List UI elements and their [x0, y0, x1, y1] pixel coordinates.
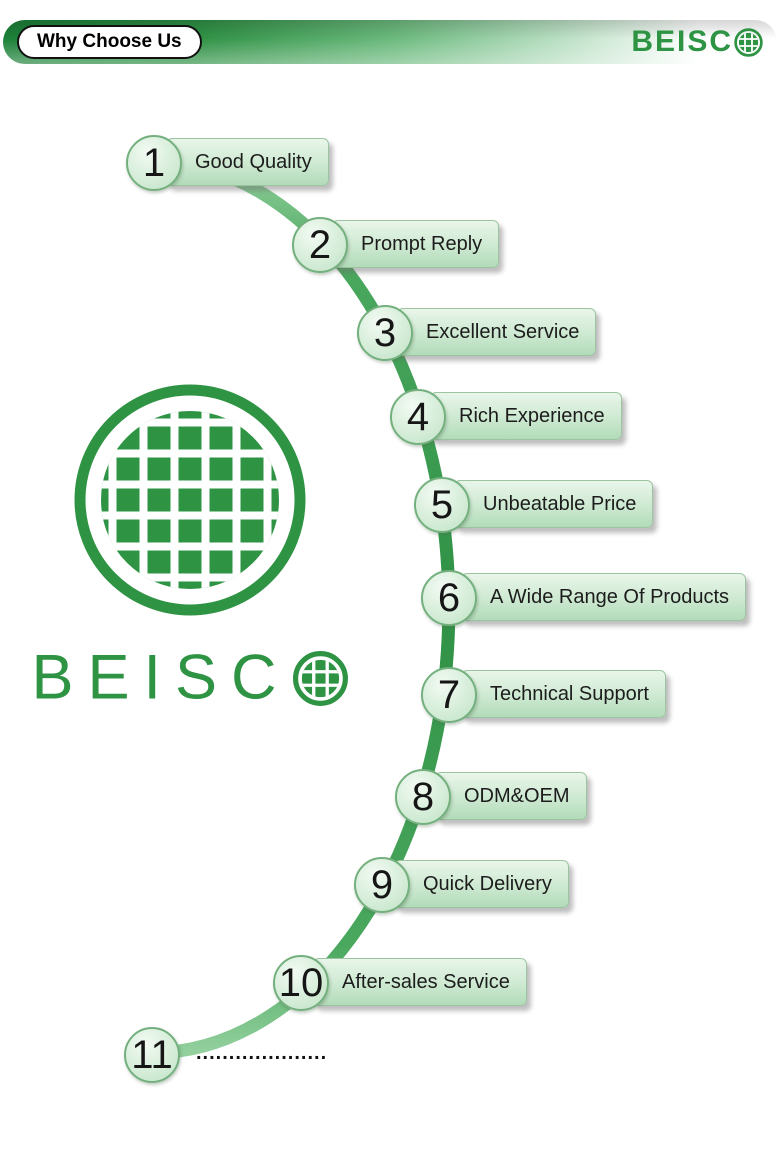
step-number-circle: 4 — [390, 389, 446, 445]
step-label: Technical Support — [461, 670, 666, 718]
step-number-circle: 7 — [421, 667, 477, 723]
step-number-circle: 1 — [126, 135, 182, 191]
step-number-circle: 3 — [357, 305, 413, 361]
header-bar: Why Choose Us BEISC — [3, 20, 777, 64]
header-brand: BEISC — [631, 25, 763, 59]
header-brand-text: BEISC — [631, 25, 733, 58]
header-badge: Why Choose Us — [17, 25, 202, 59]
step-label: After-sales Service — [313, 958, 527, 1006]
wordmark-text: BEISC — [31, 642, 291, 713]
step-number-circle: 11 — [124, 1027, 180, 1083]
step-number-circle: 6 — [421, 570, 477, 626]
step-label: Good Quality — [166, 138, 329, 186]
beisco-logo-mark — [74, 384, 306, 616]
step-number-circle: 2 — [292, 217, 348, 273]
step-label: Quick Delivery — [394, 860, 569, 908]
step-label: ODM&OEM — [435, 772, 587, 820]
step-label: Excellent Service — [397, 308, 597, 356]
step-label: Prompt Reply — [332, 220, 500, 268]
step-number-circle: 5 — [414, 477, 470, 533]
wordmark-o-mark-icon — [293, 650, 349, 706]
step-number-circle: 8 — [395, 769, 451, 825]
step-label: A Wide Range Of Products — [461, 573, 747, 621]
step-label-dots: .................... — [196, 1041, 328, 1064]
brand-o-mark-icon — [734, 27, 763, 57]
step-label: Unbeatable Price — [454, 480, 654, 528]
beisco-wordmark: BEISC — [31, 642, 349, 713]
step-number-circle: 9 — [354, 857, 410, 913]
step-number-circle: 10 — [273, 955, 329, 1011]
step-label: Rich Experience — [430, 392, 622, 440]
